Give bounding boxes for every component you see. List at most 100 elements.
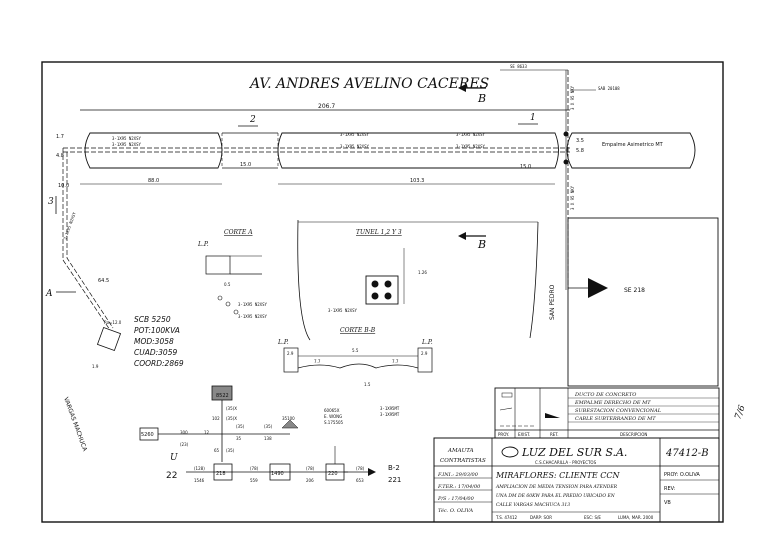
net-label: 300 bbox=[180, 430, 188, 435]
sab-label: SAB 20108 bbox=[598, 86, 620, 91]
transformer-icon bbox=[588, 278, 608, 298]
legend-row: CABLE SUBTERRANEO DE MT bbox=[575, 416, 656, 422]
client-line: MIRAFLORES: CLIENTE CCN bbox=[495, 471, 621, 480]
footer-cell: T.S. 47412 bbox=[495, 515, 518, 520]
dim-88: 88.0 bbox=[148, 178, 159, 184]
node-1490: 1490 bbox=[271, 471, 284, 477]
lp-1: L.P. bbox=[197, 241, 209, 248]
company-name: LUZ DEL SUR S.A. bbox=[521, 446, 627, 459]
street-title: AV. ANDRES AVELINO CACERES bbox=[248, 76, 489, 92]
vargas-label: VARGAS MACHUCA bbox=[62, 396, 88, 453]
scb-line: POT:100KVA bbox=[134, 326, 180, 335]
corte-bb-label: CORTE B-B bbox=[340, 327, 376, 334]
description-line: CALLE VARGAS MACHUCA 313 bbox=[496, 502, 570, 508]
legend-row: EMPALME DERECHO DE MT bbox=[574, 400, 651, 406]
net-label: (78) bbox=[306, 466, 315, 471]
marker-2: 2 bbox=[249, 115, 256, 125]
se-top: SE 8633 bbox=[510, 64, 527, 69]
company-dept: C.S.CHACARILLA - PROYECTOS bbox=[535, 460, 597, 465]
dim-48: 4.8 bbox=[56, 153, 64, 159]
empalme-label: Empalme Asimetrico MT bbox=[602, 142, 664, 148]
proy-label: PROY: O.OLIVA bbox=[664, 472, 700, 478]
net-label: 60065X bbox=[324, 408, 340, 413]
dim-126: 1.26 bbox=[418, 270, 427, 275]
net-label: (35) bbox=[226, 448, 235, 453]
label-u: U bbox=[170, 453, 178, 463]
scb-line: CUAD:3059 bbox=[134, 348, 177, 357]
se218-box bbox=[567, 217, 719, 387]
net-label: 559 bbox=[250, 478, 258, 483]
cable-label: 3-1X95 N2XSY bbox=[62, 211, 77, 240]
network-diagram: 8522 5260 218 1490 220 U 22 B-2 221 (128… bbox=[139, 385, 401, 484]
tunnel-section bbox=[365, 275, 399, 305]
company-logo-icon bbox=[501, 446, 519, 458]
date-line: F.INI.: 29/03/00 bbox=[437, 472, 479, 478]
label-221: 221 bbox=[388, 476, 401, 484]
legend-header: PROY. bbox=[498, 432, 509, 437]
section-b-mid: B bbox=[477, 238, 486, 251]
dim-19: 1.9 bbox=[92, 364, 99, 369]
net-label: 138 bbox=[264, 436, 272, 441]
marker-1: 1 bbox=[530, 113, 536, 123]
cable-a2: 3-1X95 N2XSY bbox=[238, 314, 267, 319]
corte-dim: 5.5 bbox=[352, 348, 359, 353]
date-line: P/S : 17/04/00 bbox=[437, 496, 475, 502]
net-label: 1546 bbox=[194, 478, 205, 483]
cable-label: 3 X 95 NKY bbox=[570, 185, 575, 210]
description-line: UNA DM DE 60KW PARA EL PREDIO UBICADO EN bbox=[496, 493, 616, 499]
label-b2: B-2 bbox=[388, 464, 400, 472]
contractor-line: AMAUTA bbox=[447, 448, 474, 454]
net-label: 65 bbox=[214, 448, 220, 453]
footer-cell: ESC: S/E bbox=[584, 515, 601, 520]
marker-a: A bbox=[45, 289, 53, 299]
node-8522: 8522 bbox=[216, 393, 229, 399]
cable-label: 3-1X95 N2XSY bbox=[112, 142, 141, 147]
corte-dim: 2.9 bbox=[421, 351, 428, 356]
node-218: 218 bbox=[216, 471, 226, 477]
se218-label: SE 218 bbox=[624, 287, 645, 294]
cable-label: 3-1X95 N2XSY bbox=[340, 144, 369, 149]
net-label: 35100 bbox=[282, 416, 295, 421]
margin-mark: 7/6 bbox=[733, 404, 747, 421]
dim-100: 10.0 bbox=[58, 183, 69, 189]
cable-c1: 3-1X95MT bbox=[380, 406, 400, 411]
cable-label: 3-1X95 N2XSY bbox=[112, 136, 141, 141]
net-label: 12 bbox=[204, 430, 210, 435]
corte-dim: 7.7 bbox=[392, 359, 399, 364]
scb-line: MOD:3058 bbox=[134, 337, 174, 346]
net-label: (128) bbox=[194, 466, 205, 471]
ro-label: Ro=12.0 bbox=[104, 320, 122, 325]
net-label: (35)X bbox=[226, 416, 237, 421]
footer-cell: DARP: SOR bbox=[530, 515, 552, 520]
corte-dim: 1.5 bbox=[364, 382, 371, 387]
san-pedro-label: SAN PEDRO bbox=[549, 284, 556, 320]
legend-header: EXIST. bbox=[518, 432, 530, 437]
legend: DUCTO DE CONCRETO EMPALME DERECHO DE MT … bbox=[494, 387, 720, 439]
node-220: 220 bbox=[328, 471, 338, 477]
net-label: E. WONG bbox=[324, 414, 342, 419]
cable-label: 3-1X95 N2XSY bbox=[340, 132, 369, 137]
corte-dim: 2.9 bbox=[287, 351, 294, 356]
net-label: 35 bbox=[236, 436, 242, 441]
section-b-top: B bbox=[477, 92, 486, 105]
net-label: S.175505 bbox=[324, 420, 344, 425]
dim-17: 1.7 bbox=[56, 134, 64, 140]
lp-3: L.P. bbox=[421, 339, 433, 346]
net-label: 653 bbox=[356, 478, 364, 483]
dim-35: 3.5 bbox=[576, 138, 584, 144]
dim-150b: 15.0 bbox=[520, 164, 531, 170]
lp-2: L.P. bbox=[277, 339, 289, 346]
legend-header: DESCRIPCION bbox=[620, 432, 647, 437]
net-label: (78) bbox=[356, 466, 365, 471]
vb-label: VB bbox=[664, 500, 671, 506]
node-5260: 5260 bbox=[141, 432, 154, 438]
cable-label: 3 X 95 NKY bbox=[570, 85, 575, 110]
marker-3: 3 bbox=[48, 197, 54, 207]
corte-a-label: CORTE A bbox=[224, 229, 253, 236]
cable-a1: 3-1X95 N2XSY bbox=[238, 302, 267, 307]
rev-label: REV: bbox=[664, 486, 676, 492]
net-label: 102 bbox=[212, 416, 220, 421]
scb-info: SCB 5250 POT:100KVA MOD:3058 CUAD:3059 C… bbox=[134, 315, 184, 368]
